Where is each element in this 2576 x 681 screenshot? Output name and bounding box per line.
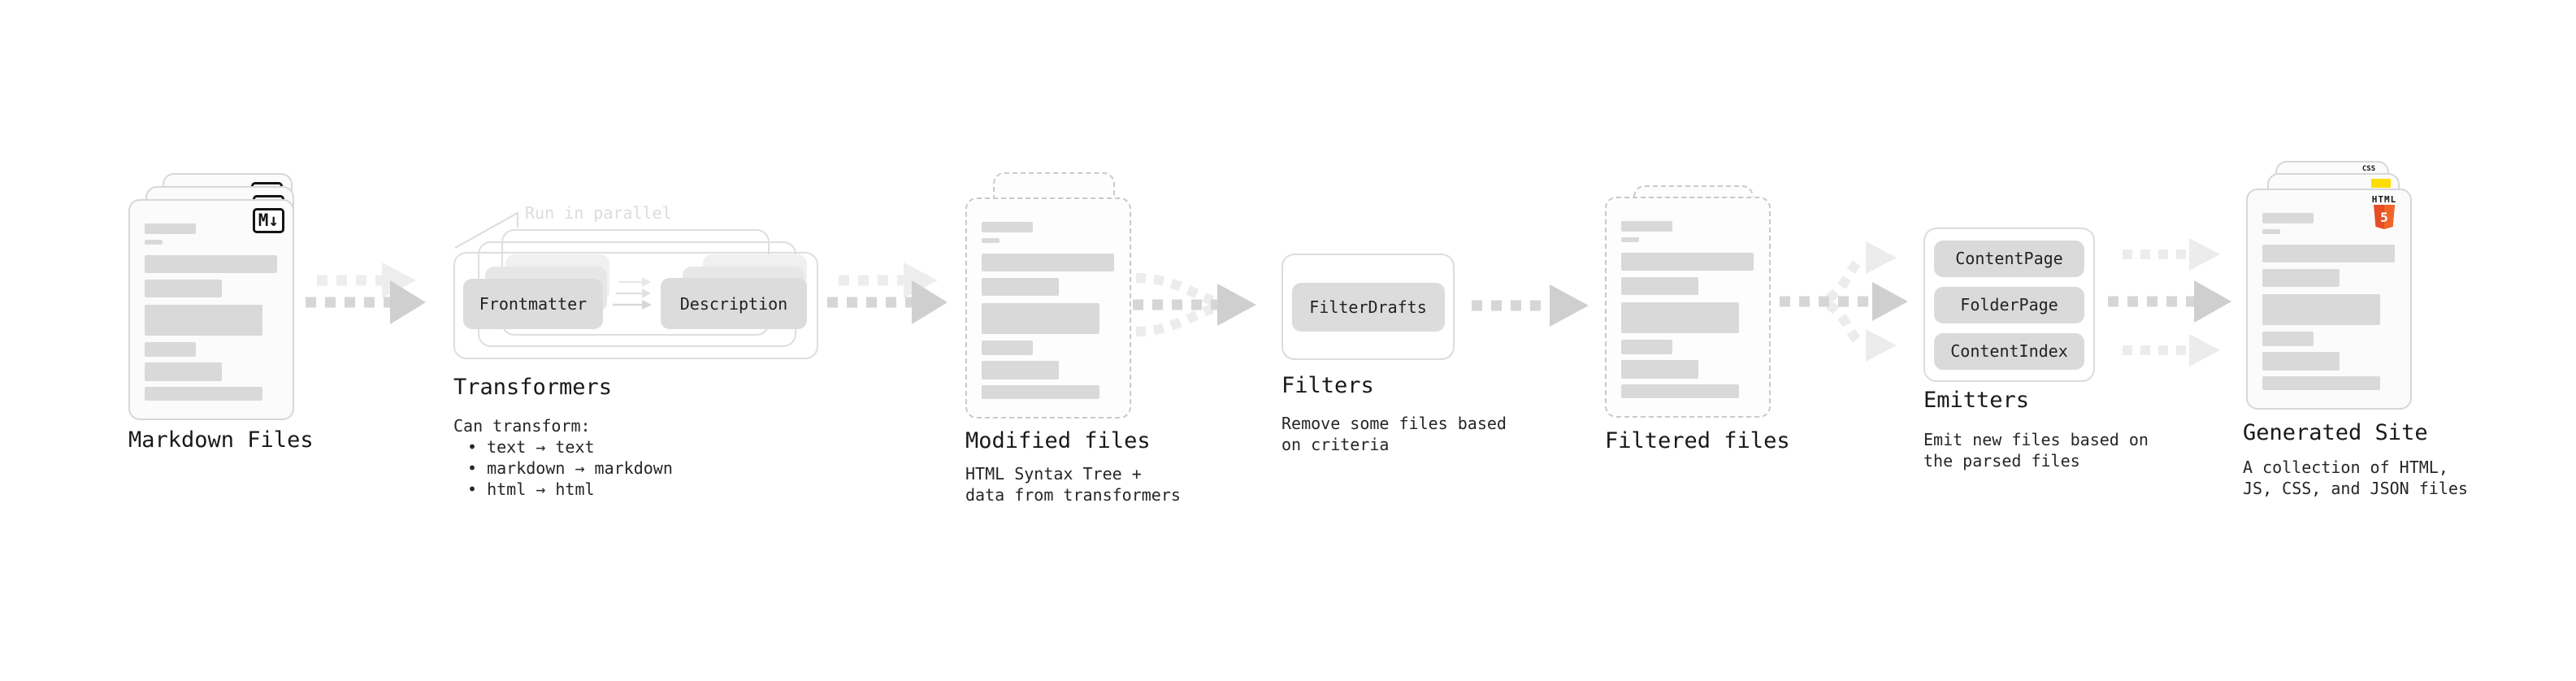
- text-line-bar: [2262, 332, 2314, 346]
- markdown-file-card: M↓: [128, 199, 294, 420]
- transform-bullet: • markdown → markdown: [467, 458, 673, 478]
- text-line-bar: [145, 342, 196, 357]
- filters-sub-line: on criteria: [1281, 435, 1390, 454]
- text-line-bar: [145, 223, 196, 234]
- css-badge-label: CSS: [2361, 165, 2376, 173]
- text-line-bar: [982, 238, 1000, 243]
- text-line-bar: [145, 280, 222, 297]
- text-line-bar: [1621, 253, 1754, 271]
- filterdrafts-pill-label: FilterDrafts: [1309, 297, 1427, 317]
- filters-description: Remove some files based on criteria: [1281, 413, 1507, 455]
- text-line-bar: [1621, 360, 1698, 379]
- filtered-files-caption: Filtered files: [1605, 428, 1790, 453]
- description-pill-label: Description: [679, 293, 788, 314]
- filters-card: FilterDrafts: [1281, 254, 1455, 360]
- text-line-bar: [145, 240, 163, 245]
- text-line-bar: [1621, 340, 1672, 354]
- contentindex-pill-label: ContentIndex: [1950, 341, 2068, 361]
- transformers-description: Can transform: • text → text • markdown …: [453, 415, 673, 500]
- text-line-bar: [982, 254, 1114, 271]
- folderpage-pill: FolderPage: [1934, 286, 2084, 323]
- merge-arrow-icon: [1133, 273, 1256, 336]
- text-line-bar: [2262, 213, 2314, 223]
- fanout-arrow-icon: [1780, 241, 1908, 362]
- text-line-bar: [1621, 384, 1739, 398]
- markdown-files-stack: M↓ M↓ M↓: [128, 173, 323, 425]
- dashed-arrow-icon: [306, 262, 426, 324]
- js-badge-icon: [2371, 179, 2391, 188]
- doc-content-placeholder: [982, 222, 1115, 399]
- filterdrafts-pill: FilterDrafts: [1291, 282, 1445, 332]
- html-file-card: HTML 5: [2246, 189, 2412, 410]
- transformers-sub-title: Can transform:: [453, 416, 591, 436]
- emitters-card: ContentPage FolderPage ContentIndex: [1923, 228, 2095, 382]
- text-line-bar: [982, 303, 1099, 334]
- text-line-bar: [2262, 352, 2340, 371]
- filters-caption: Filters: [1281, 373, 1374, 398]
- folderpage-pill-label: FolderPage: [1960, 295, 2058, 314]
- emitters-description: Emit new files based on the parsed files: [1923, 429, 2149, 471]
- modified-files-caption: Modified files: [965, 428, 1151, 453]
- text-line-bar: [982, 222, 1033, 232]
- text-line-bar: [1621, 237, 1639, 242]
- contentpage-pill-label: ContentPage: [1955, 249, 2063, 268]
- doc-content-placeholder: [2262, 213, 2396, 390]
- frontmatter-pill-label: Frontmatter: [479, 294, 588, 314]
- text-line-bar: [145, 387, 262, 401]
- generated-site-caption: Generated Site: [2243, 420, 2428, 445]
- emitters-sub-line: Emit new files based on: [1923, 430, 2149, 449]
- emitters-sub-line: the parsed files: [1923, 451, 2080, 471]
- text-line-bar: [2262, 245, 2395, 262]
- markdown-files-caption: Markdown Files: [128, 427, 314, 453]
- text-line-bar: [145, 255, 277, 273]
- doc-content-placeholder: [1621, 221, 1754, 398]
- modified-file-card: [965, 197, 1131, 419]
- html5-logo-label: HTML: [2371, 194, 2397, 205]
- transform-bullet: • html → html: [467, 479, 595, 499]
- text-line-bar: [2262, 294, 2380, 325]
- generated-sub-line: JS, CSS, and JSON files: [2243, 479, 2468, 498]
- html5-logo-icon: HTML 5: [2368, 195, 2400, 232]
- label-connector-line: [454, 211, 518, 249]
- modified-files-stack: [965, 172, 1160, 424]
- text-line-bar: [1621, 277, 1698, 295]
- triple-dashed-arrow-icon: [2108, 238, 2231, 367]
- modified-sub-line: data from transformers: [965, 485, 1181, 505]
- dashed-arrow-icon: [1472, 284, 1589, 327]
- filtered-files-stack: [1605, 185, 1800, 429]
- text-line-bar: [982, 278, 1059, 296]
- transformers-caption: Transformers: [453, 375, 613, 400]
- contentpage-pill: ContentPage: [1934, 240, 2084, 277]
- modified-files-description: HTML Syntax Tree + data from transformer…: [965, 463, 1181, 505]
- transformer-layer-card: [453, 252, 818, 359]
- text-line-bar: [145, 305, 262, 336]
- filters-sub-line: Remove some files based: [1281, 414, 1507, 433]
- html5-logo-number: 5: [2380, 210, 2388, 225]
- transform-bullet: • text → text: [467, 437, 595, 457]
- text-line-bar: [2262, 269, 2340, 287]
- generated-site-description: A collection of HTML, JS, CSS, and JSON …: [2243, 457, 2468, 499]
- pipeline-mini-arrows-icon: [613, 277, 652, 310]
- contentindex-pill: ContentIndex: [1934, 332, 2084, 370]
- text-line-bar: [2262, 229, 2280, 234]
- text-line-bar: [982, 361, 1059, 380]
- emitters-caption: Emitters: [1923, 388, 2030, 413]
- dashed-arrow-icon: [827, 262, 948, 324]
- markdown-badge-icon: M↓: [252, 208, 284, 233]
- doc-content-placeholder: [145, 223, 278, 401]
- filtered-file-card: [1605, 197, 1771, 418]
- run-in-parallel-label: Run in parallel: [525, 203, 672, 223]
- text-line-bar: [2262, 376, 2380, 390]
- text-line-bar: [145, 362, 222, 381]
- transformers-group: Run in parallel Frontmatter Description: [453, 199, 835, 370]
- description-pill: Description: [661, 278, 807, 329]
- text-line-bar: [1621, 302, 1739, 333]
- text-line-bar: [1621, 221, 1672, 232]
- text-line-bar: [982, 385, 1099, 399]
- text-line-bar: [982, 340, 1033, 355]
- generated-sub-line: A collection of HTML,: [2243, 458, 2448, 477]
- modified-sub-line: HTML Syntax Tree +: [965, 464, 1142, 484]
- generated-site-stack: CSS HTML 5: [2246, 161, 2441, 421]
- frontmatter-pill: Frontmatter: [463, 279, 603, 329]
